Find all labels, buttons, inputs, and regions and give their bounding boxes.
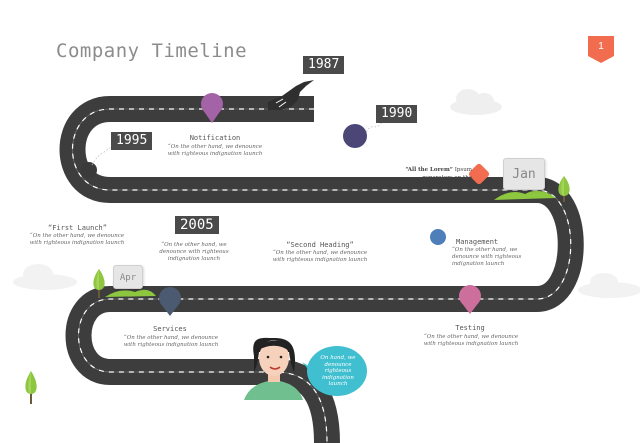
calendar-card-apr: Apr	[113, 265, 143, 289]
tree-icon	[558, 176, 570, 202]
grass-patch	[494, 190, 556, 200]
milestone-heading: Services	[153, 325, 187, 333]
milestone-dot	[343, 124, 367, 148]
milestone-heading: “First Launch”	[47, 224, 107, 232]
milestone-description: “On the other hand, we denounce with rig…	[167, 144, 263, 157]
cloud-icon	[578, 273, 640, 298]
milestone-description: “On the other hand, we denounce with rig…	[452, 247, 522, 267]
page-number-ribbon	[588, 36, 614, 63]
cloud-icon	[13, 264, 77, 290]
year-label-1987: 1987	[303, 56, 345, 74]
tree-icon	[25, 371, 37, 404]
tree-icon	[93, 269, 105, 298]
speech-bubble-text: On hand, we denounce righteous indignati…	[320, 355, 356, 387]
page-title: Company Timeline	[56, 40, 248, 62]
milestone-heading: Testing	[455, 324, 485, 332]
start-dot	[81, 162, 97, 178]
map-pin-icon	[459, 285, 481, 314]
milestone-description: “On the other hand, we denounce with rig…	[159, 242, 229, 262]
diamond-marker	[468, 163, 490, 185]
map-pin-icon	[159, 287, 181, 316]
milestone-dot	[430, 229, 446, 245]
speech-bubble	[302, 346, 367, 396]
pointing-hand-icon	[268, 80, 314, 110]
milestone-heading: Management	[456, 238, 499, 246]
milestone-heading: “Second Heading”	[286, 241, 354, 249]
calendar-card-jan: Jan	[503, 158, 545, 190]
year-label-1990: 1990	[376, 105, 418, 123]
map-pin-icon	[201, 93, 223, 123]
milestone-description: “On the other hand, we denounce with rig…	[123, 335, 219, 348]
milestone-description: “On the other hand, we denounce with rig…	[272, 250, 368, 263]
woman-illustration	[244, 337, 303, 400]
cloud-icon	[450, 89, 502, 115]
milestone-description: “On the other hand, we denounce with rig…	[423, 334, 519, 347]
milestone-heading: Notification	[189, 134, 241, 142]
grass-patch	[105, 289, 156, 297]
milestone-description: “All the Lorem” Ipsum generators on the	[405, 167, 472, 181]
year-label-2005: 2005	[175, 216, 219, 234]
page-number: 1	[598, 41, 604, 52]
milestone-description: “On the other hand, we denounce with rig…	[29, 233, 125, 246]
year-label-1995: 1995	[111, 132, 153, 150]
